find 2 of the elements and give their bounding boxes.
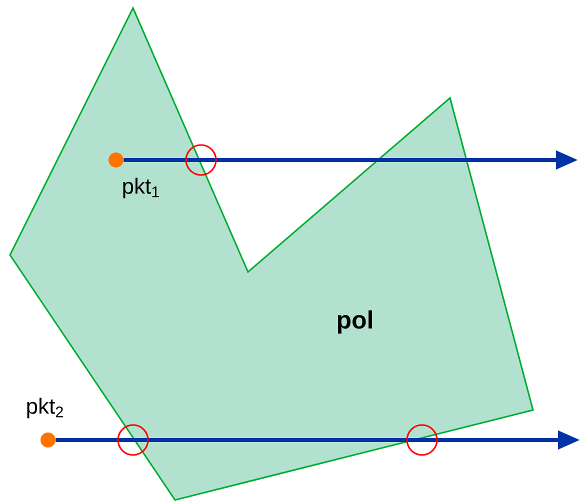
point-label: pkt$_{2}$ xyxy=(27,398,63,418)
point-label: pkt$_{1}$ xyxy=(123,178,159,198)
